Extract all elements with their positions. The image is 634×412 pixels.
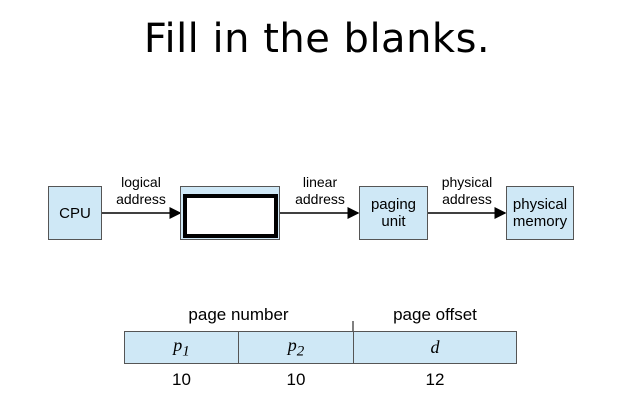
physical-memory-box: physical memory — [506, 186, 574, 240]
field-d-symbol: d — [430, 337, 440, 357]
slide-title: Fill in the blanks. — [143, 16, 491, 62]
field-d: d — [353, 331, 517, 364]
field-p2-symbol: p2 — [287, 334, 305, 360]
cpu-label: CPU — [59, 204, 91, 222]
field-p1-symbol: p1 — [173, 334, 190, 360]
field-p2: p2 — [238, 331, 354, 364]
page-number-header: page number — [188, 305, 289, 324]
linear-address-label: linear address — [295, 174, 345, 207]
field-p1: p1 — [124, 331, 239, 364]
physical-address-label: physical address — [441, 174, 493, 207]
cpu-box: CPU — [48, 186, 102, 240]
field-p2-bits: 10 — [286, 370, 306, 389]
field-d-bits: 12 — [425, 370, 445, 389]
paging-unit-box: paging unit — [359, 186, 428, 240]
blank-answer-box[interactable] — [183, 194, 278, 238]
page-offset-header: page offset — [393, 305, 477, 324]
logical-address-label: logical address — [116, 174, 166, 207]
field-p1-bits: 10 — [172, 370, 191, 389]
